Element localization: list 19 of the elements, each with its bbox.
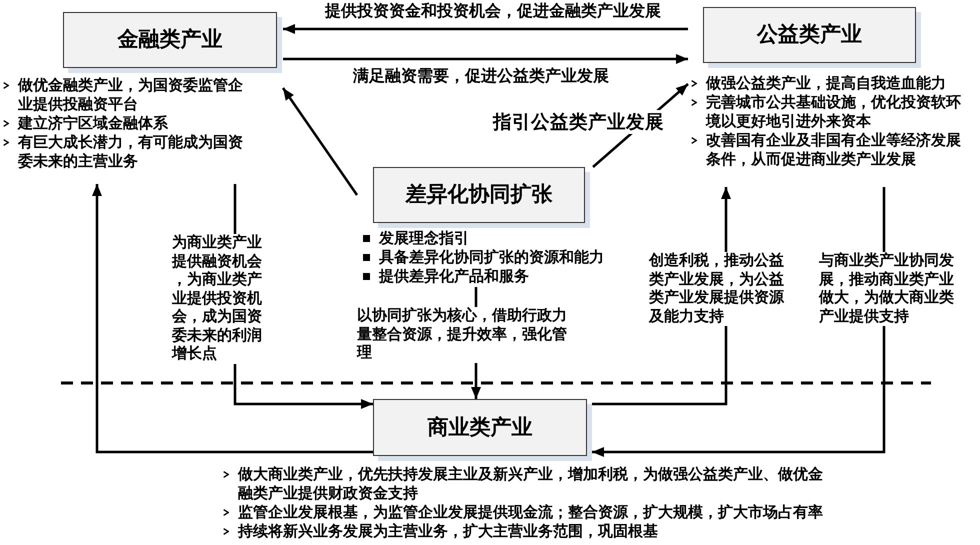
bullet-text: 做大商业类产业，优先扶持发展主业及新兴产业，增加利税，为做强公益类产业、做优金融类产业提供财政资金支持	[238, 465, 824, 503]
bullet-text: 提供差异化产品和服务	[379, 267, 530, 286]
bullet-text: 持续将新兴业务发展为主营业务，扩大主营业务范围，巩固根基	[238, 522, 659, 541]
bullet-text: 建立济宁区域金融体系	[18, 114, 169, 133]
bullet-text: 监管企业发展根基，为监管企业发展提供现金流；整合资源，扩大规模，扩大市场占有率	[238, 503, 824, 522]
arrow	[282, 87, 358, 196]
bullet-text: 完善城市公共基础设施，优化投资软环境以更好地引进外来资本	[706, 93, 962, 131]
bullet-text: 发展理念指引	[379, 229, 470, 248]
arrow	[283, 54, 688, 64]
bullet-text: 做优金融类产业，为国资委监管企业提供投融资平台	[18, 76, 244, 114]
bullet-text: 具备差异化协同扩张的资源和能力	[379, 248, 604, 267]
bullet-text: 有巨大成长潜力，有可能成为国资委未来的主营业务	[18, 133, 244, 171]
arrow	[283, 24, 688, 34]
bullet-text: 改善国有企业及非国有企业等经济发展条件，从而促进商业类产业发展	[706, 131, 962, 169]
edge-label: 指引公益类产业发展	[491, 110, 666, 134]
bullet-text: 做强公益类产业，提高自我造血能力	[706, 74, 947, 93]
edge-label: 提供投资资金和投资机会，促进金融类产业发展	[325, 2, 661, 22]
edge-label: 满足融资需要，促进公益类产业发展	[353, 67, 609, 87]
arrow	[92, 184, 373, 454]
